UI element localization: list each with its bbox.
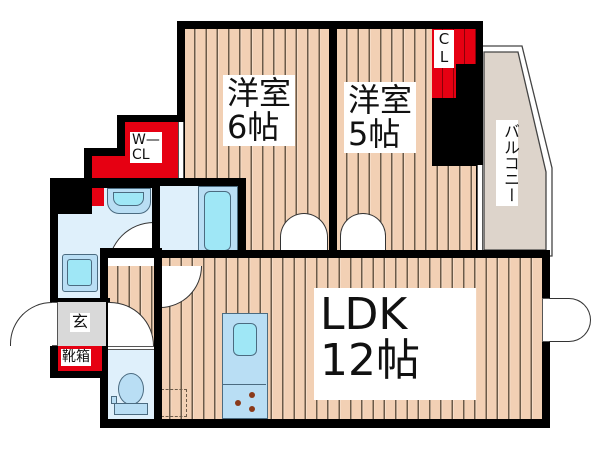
closet-block bbox=[456, 64, 483, 104]
shoe-box-label: 靴箱 bbox=[61, 349, 91, 366]
wcl-door[interactable] bbox=[178, 122, 184, 182]
washroom-storage bbox=[92, 188, 104, 206]
kitchen-counter bbox=[222, 313, 268, 419]
bedroom-6-label: 洋室 6帖 bbox=[223, 75, 296, 147]
ldk-bath-gap bbox=[160, 258, 246, 266]
bedroom-5-label: 洋室 5帖 bbox=[344, 82, 417, 154]
toilet-paper bbox=[111, 396, 117, 404]
wcl-label: W— CL bbox=[130, 132, 162, 164]
closet-block-lower bbox=[432, 98, 483, 166]
toilet-bowl bbox=[118, 373, 144, 405]
wash-basin bbox=[107, 188, 151, 214]
bathtub bbox=[198, 186, 238, 258]
burner-1 bbox=[249, 392, 255, 398]
ldk-label: LDK 12帖 bbox=[314, 288, 476, 400]
fridge-space bbox=[161, 389, 187, 417]
front-door[interactable] bbox=[10, 302, 52, 346]
ldk-side-door[interactable] bbox=[549, 298, 591, 342]
burner-3 bbox=[249, 406, 255, 412]
stove bbox=[223, 384, 266, 385]
toilet-door-line bbox=[108, 346, 154, 350]
washing-machine bbox=[62, 254, 98, 292]
closet-label: C L bbox=[434, 30, 454, 68]
balcony-door[interactable] bbox=[477, 165, 483, 255]
toilet-tank bbox=[114, 403, 148, 415]
burner-2 bbox=[235, 400, 241, 406]
balcony-label: バルコニー bbox=[496, 120, 520, 206]
walk-in-closet-step bbox=[92, 156, 132, 181]
kitchen-sink bbox=[233, 323, 257, 356]
entrance-label: 玄 bbox=[70, 312, 91, 332]
hall-floor-top bbox=[108, 258, 154, 266]
